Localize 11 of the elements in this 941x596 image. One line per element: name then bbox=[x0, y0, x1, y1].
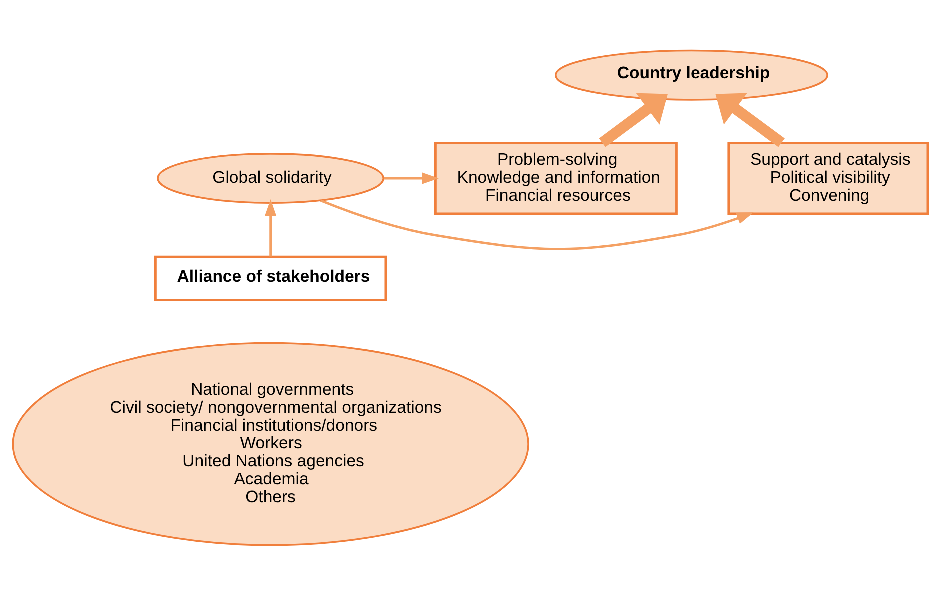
node-ellipse: Global solidarity bbox=[157, 153, 385, 204]
arrow bbox=[264, 200, 277, 257]
arrow bbox=[599, 93, 668, 148]
node-ellipse: Country leadership bbox=[555, 50, 828, 101]
node-box: Alliance of stakeholders bbox=[154, 256, 388, 302]
node-ellipse: National governments Civil society/ nongovernmental organizations Financial institutions/donors Workers United Nations agencies Academia Others bbox=[12, 342, 530, 546]
arrow bbox=[320, 200, 754, 250]
node-box: Problem-solving Knowledge and information Financial resources bbox=[434, 142, 678, 216]
node-box: Support and catalysis Political visibility Convening bbox=[728, 142, 930, 216]
arrow bbox=[716, 93, 785, 148]
arrow bbox=[384, 172, 440, 184]
